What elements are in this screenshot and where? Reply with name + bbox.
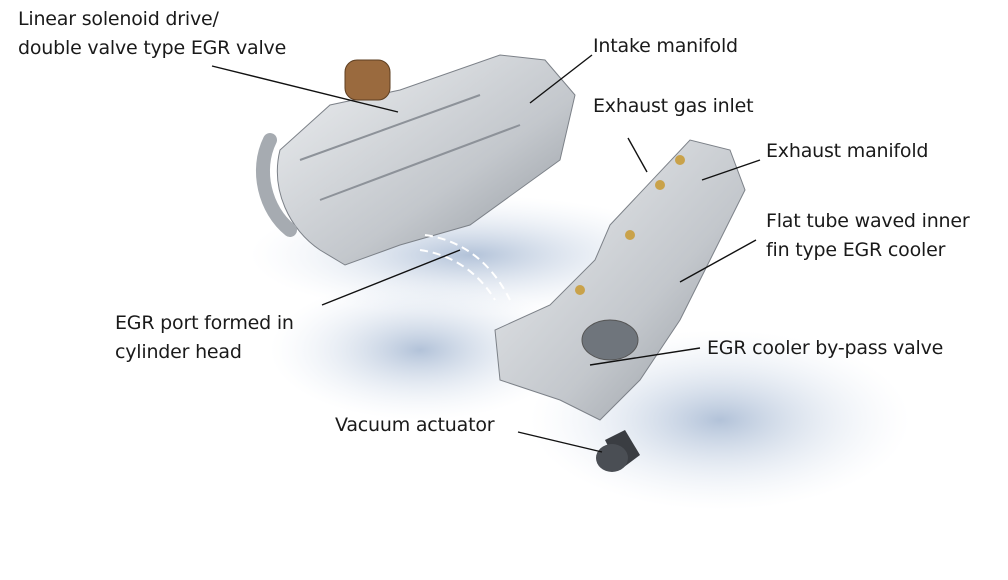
label-egr-valve: Linear solenoid drive/ double valve type…: [18, 5, 286, 63]
label-egr-valve-line2: double valve type EGR valve: [18, 37, 287, 59]
shadow-lower: [270, 280, 570, 420]
label-egr-port-line1: EGR port formed in: [115, 312, 294, 334]
label-vacuum-actuator: Vacuum actuator: [335, 414, 495, 436]
label-egr-cooler-line1: Flat tube waved inner: [766, 210, 970, 232]
label-egr-port-line2: cylinder head: [115, 341, 242, 363]
label-egr-port: EGR port formed in cylinder head: [115, 309, 294, 367]
label-exhaust-manifold: Exhaust manifold: [766, 140, 929, 162]
label-bypass-valve: EGR cooler by-pass valve: [707, 337, 944, 359]
label-egr-valve-line1: Linear solenoid drive/: [18, 8, 219, 30]
label-intake-manifold: Intake manifold: [593, 35, 738, 57]
label-exhaust-gas-inlet: Exhaust gas inlet: [593, 95, 754, 117]
intake-manifold-part: [256, 54, 576, 266]
egr-port-dashed-path: [419, 234, 511, 301]
leader-lines: [211, 54, 761, 453]
exhaust-manifold-part: [494, 139, 746, 472]
label-egr-cooler-line2: fin type EGR cooler: [766, 239, 946, 261]
label-egr-cooler: Flat tube waved inner fin type EGR coole…: [766, 207, 970, 265]
